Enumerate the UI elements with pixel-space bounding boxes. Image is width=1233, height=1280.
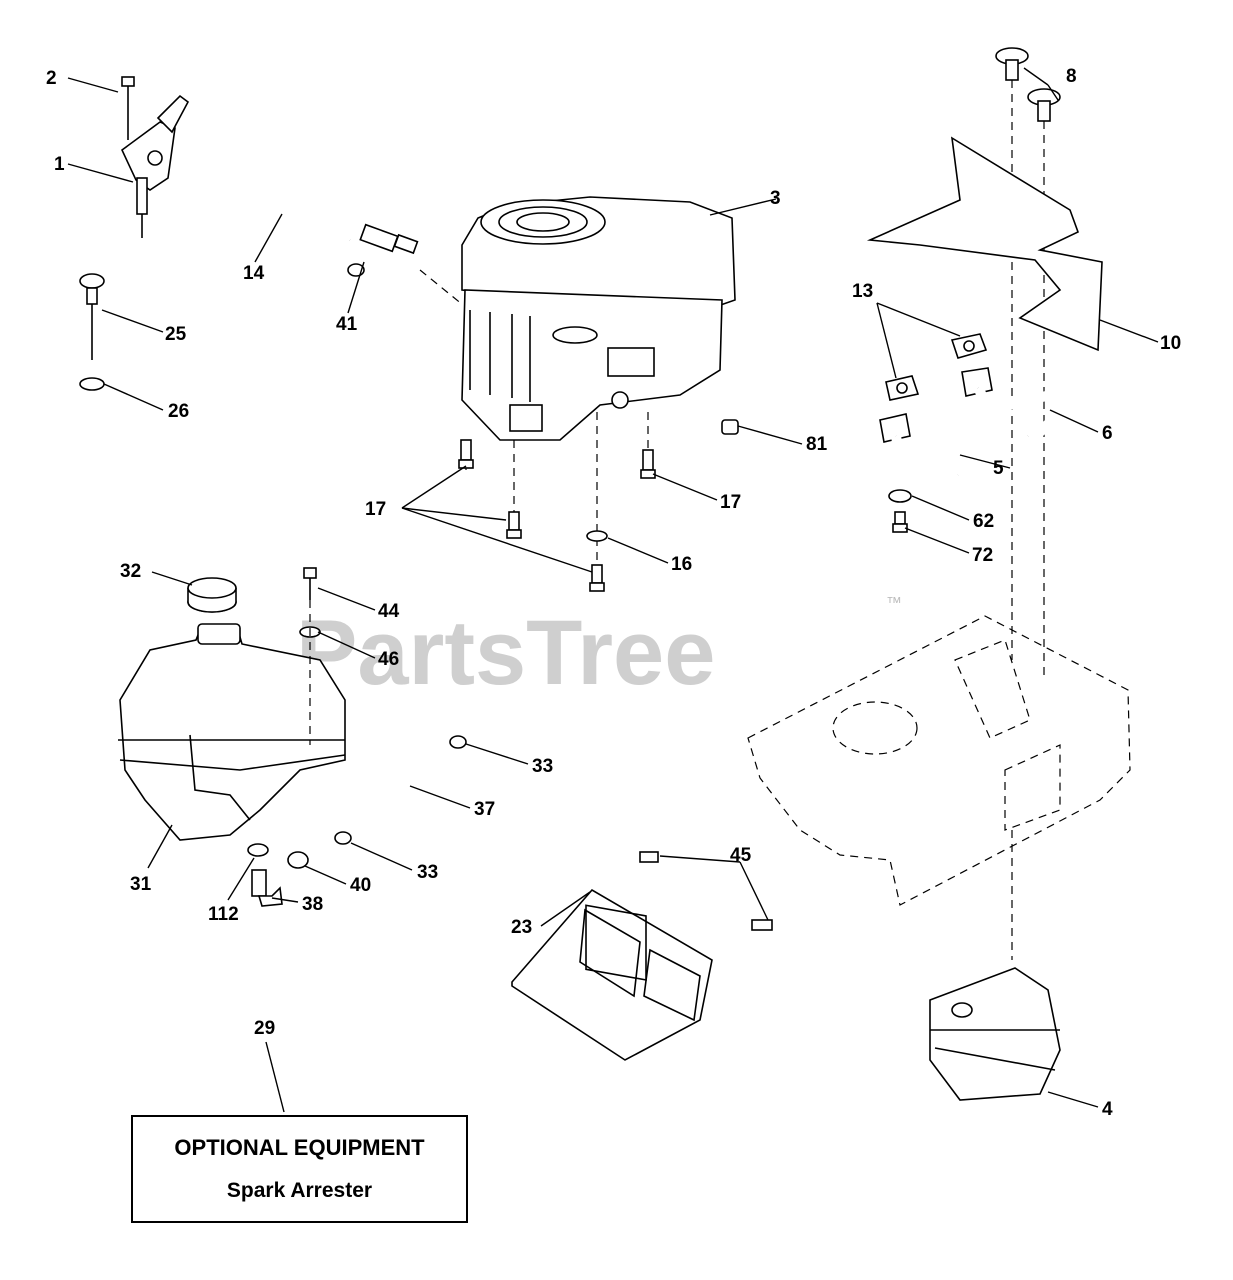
callout-14: 14 (243, 263, 265, 284)
callout-32: 32 (120, 561, 141, 582)
callout-2: 2 (46, 68, 57, 89)
part-fuel-cap (187, 577, 237, 613)
part-engine-bolts (458, 412, 656, 592)
callout-23: 23 (511, 917, 532, 938)
part-throttle-control (120, 76, 190, 238)
callout-33-bottom: 33 (417, 862, 438, 883)
callout-labels: 2 1 3 14 41 25 26 81 8 10 13 6 5 62 72 1… (46, 66, 1181, 1120)
callout-31: 31 (130, 874, 152, 895)
callout-38: 41 (336, 314, 358, 335)
part-engine (419, 196, 736, 441)
part-tank-screw (299, 567, 321, 745)
optional-equipment-box: OPTIONAL EQUIPMENT Spark Arrester (131, 1115, 468, 1223)
callout-41: 38 (302, 894, 323, 915)
part-fuel-hose (334, 735, 467, 845)
callout-45: 45 (730, 845, 752, 866)
callout-13: 13 (852, 281, 873, 302)
watermark-trademark: ™ (886, 595, 902, 612)
part-skid-plate (511, 851, 773, 1061)
callout-44: 44 (378, 601, 400, 622)
callout-16: 16 (671, 554, 692, 575)
part-bolts-8 (995, 47, 1061, 676)
callout-17-right: 17 (720, 492, 741, 513)
callout-72: 72 (972, 545, 993, 566)
callout-26: 26 (168, 401, 189, 422)
part-nut-81 (721, 419, 739, 435)
callout-3: 3 (770, 188, 781, 209)
callout-46: 46 (378, 649, 399, 670)
part-muffler (929, 967, 1061, 1101)
callout-81: 81 (806, 434, 828, 455)
callout-62: 62 (973, 511, 994, 532)
callout-4: 4 (1102, 1099, 1113, 1120)
part-dipstick (79, 273, 105, 391)
part-tank-fittings (247, 843, 309, 907)
callout-6: 6 (1102, 423, 1113, 444)
part-exhaust-pipes (879, 333, 1067, 533)
callout-40: 40 (350, 875, 371, 896)
leader-lines (67, 67, 1159, 1113)
part-fuel-tank (118, 623, 346, 841)
callout-33-top: 33 (532, 756, 553, 777)
part-chassis-frame (747, 615, 1131, 960)
callout-37: 37 (474, 799, 495, 820)
callout-29: 29 (254, 1018, 275, 1039)
callout-10: 10 (1160, 333, 1181, 354)
callout-17-left: 17 (365, 499, 386, 520)
callout-1: 1 (54, 154, 65, 175)
callout-5: 5 (993, 458, 1004, 479)
callout-112: 112 (208, 904, 239, 925)
watermark-text: PartsTree (296, 602, 715, 704)
part-heat-shield (866, 136, 1103, 352)
optional-equipment-subtitle: Spark Arrester (226, 1179, 373, 1202)
callout-25: 25 (165, 324, 187, 345)
optional-equipment-title: OPTIONAL EQUIPMENT (174, 1135, 425, 1160)
callout-8: 8 (1066, 66, 1077, 87)
